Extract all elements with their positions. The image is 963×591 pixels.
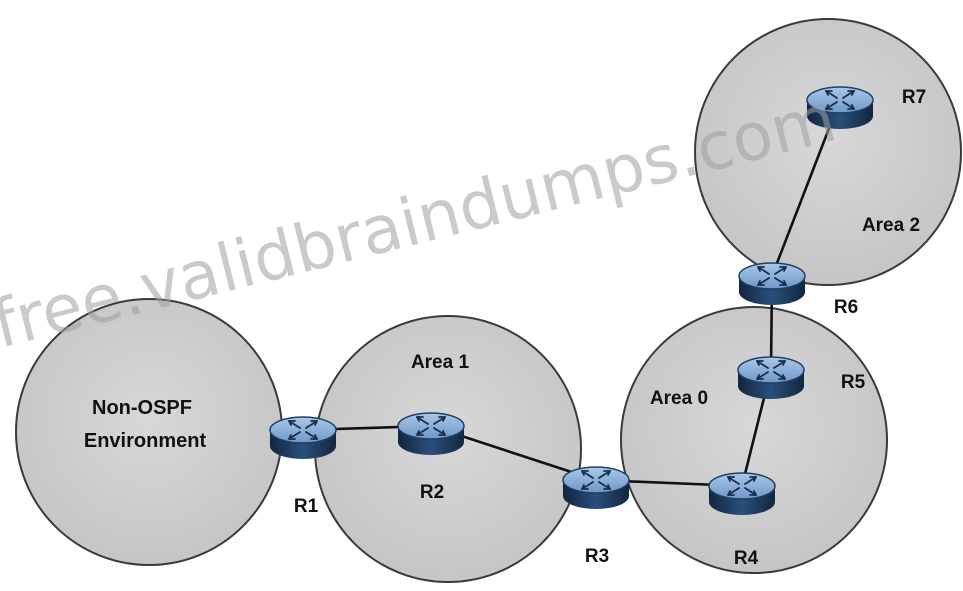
router-r2-label: R2 bbox=[420, 482, 444, 503]
router-r5-label: R5 bbox=[841, 372, 866, 393]
router-r3[interactable] bbox=[562, 466, 630, 509]
area-2-label: Area 2 bbox=[862, 215, 920, 236]
area-1-label: Area 1 bbox=[411, 352, 470, 373]
router-r3-label: R3 bbox=[585, 546, 609, 567]
link-r6-r7 bbox=[770, 98, 842, 278]
area-0-label: Area 0 bbox=[650, 388, 708, 409]
router-r4[interactable] bbox=[708, 472, 776, 515]
non-ospf-label-line2: Environment bbox=[84, 430, 207, 452]
router-r1-label: R1 bbox=[294, 496, 319, 517]
area-2-zone bbox=[694, 18, 962, 286]
router-r5[interactable] bbox=[737, 356, 805, 399]
router-r7[interactable] bbox=[806, 86, 874, 129]
router-r1[interactable] bbox=[269, 416, 337, 459]
router-r4-label: R4 bbox=[734, 548, 759, 569]
router-r6-label: R6 bbox=[834, 297, 858, 318]
router-r2[interactable] bbox=[397, 412, 465, 455]
non-ospf-label-line1: Non-OSPF bbox=[92, 397, 192, 419]
router-r6[interactable] bbox=[738, 262, 806, 305]
router-r7-label: R7 bbox=[902, 87, 926, 108]
